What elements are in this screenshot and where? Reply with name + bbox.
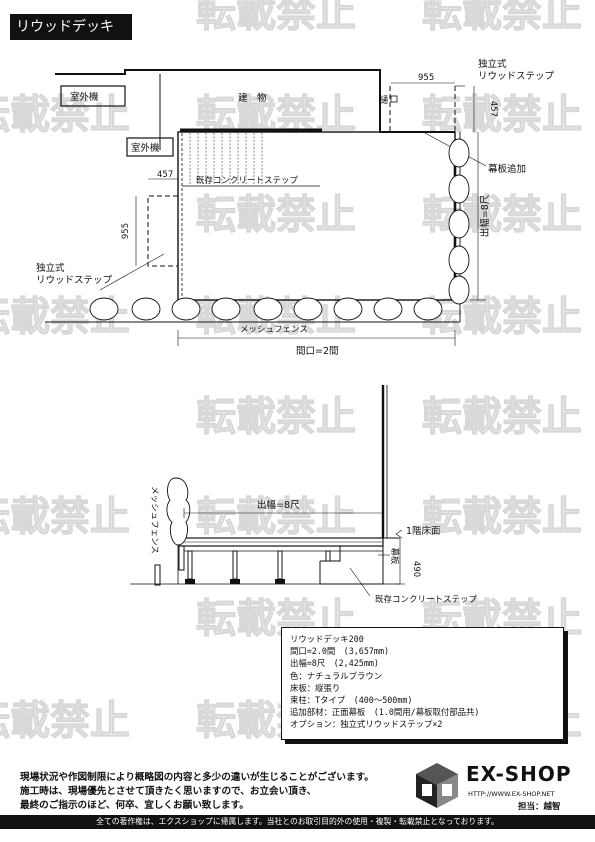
ac-unit-label-2: 室外機 (131, 142, 160, 154)
brand-name: EX-SHOP (466, 762, 572, 786)
spec-line: 出幅=8尺 (2,425mm) (290, 658, 379, 669)
watermark-text: 転載禁止 (196, 494, 356, 540)
deck-posts (187, 550, 331, 580)
ac-unit-box-2 (126, 137, 174, 157)
existing-step-hatch (189, 133, 263, 186)
note-line: 施工時は、現場優先とさせて頂きたく思いますので、お立会い頂き、 (20, 786, 317, 797)
building-label: 建 物 (238, 92, 267, 104)
section-depth-label: 出幅=8尺 (257, 499, 300, 511)
dim-955-top: 955 (418, 73, 434, 83)
existing-step-block (319, 545, 384, 585)
dim-490-label: 490 (411, 561, 421, 577)
tree-shape (166, 477, 191, 546)
spec-line: 束柱：Tタイプ (400～500mm) (290, 695, 413, 706)
frontage-label: 間口=2間 (296, 346, 339, 357)
rain-gutter-mark (390, 95, 398, 103)
shrub (413, 297, 443, 321)
watermark-text: 転載禁止 (422, 294, 582, 340)
existing-step-label-section: 既存コンクリートステップ (375, 594, 478, 605)
shrub (373, 297, 403, 321)
watermark-text: 転載禁止 (0, 92, 130, 138)
brand-url[interactable]: HTTP://WWW.EX-SHOP.NET (468, 790, 555, 798)
step-label-left: 独立式リウッドステップ (36, 262, 113, 286)
shrub (448, 245, 470, 275)
watermark-text: 転載禁止 (196, 394, 356, 440)
added-board-label: 幕板追加 (488, 163, 526, 175)
watermark-text: 転載禁止 (422, 0, 582, 36)
copyright-footer: 全ての著作権は、エクスショップに帰属します。当社とのお取引目的外の使用・複製・転… (0, 815, 595, 829)
dim-955-left: 955 (121, 223, 131, 239)
spec-line: リウッドデッキ200 (290, 634, 364, 644)
fence-post (154, 564, 161, 586)
brand-block: EX-SHOP HTTP://WWW.EX-SHOP.NET 担当：越智 (410, 760, 585, 812)
dim-457-left: 457 (157, 170, 173, 180)
shrub (211, 297, 241, 321)
shrub (253, 297, 283, 321)
watermark-text: 転載禁止 (422, 192, 582, 238)
staff-name: 担当：越智 (518, 802, 561, 812)
spec-line: オプション：独立式リウッドステップ×2 (290, 719, 443, 730)
rain-gutter-label: 樋 (379, 94, 388, 106)
watermark-text: 転載禁止 (196, 192, 356, 238)
mesh-fence-label: メッシュフェンス (240, 325, 308, 335)
independent-step-left (147, 195, 178, 267)
disclaimer-notes: 現場状況や作図制限により概略図の内容と多少の違いが生じることがございます。 施工… (20, 771, 400, 813)
board-label-vertical: 幕板 (389, 547, 400, 565)
spec-line: 色：ナチュラルブラウン (290, 670, 383, 681)
spec-box: リウッドデッキ200 間口=2.0間 (3,657mm) 出幅=8尺 (2,42… (281, 627, 564, 740)
shrub (448, 138, 470, 168)
existing-step-label: 既存コンクリートステップ (196, 175, 299, 186)
floor-1f-label: 1階床面 (406, 525, 441, 537)
shrub (89, 297, 119, 321)
watermark-text: 転載禁止 (0, 698, 130, 744)
shrub (171, 297, 201, 321)
spec-line: 追加部材：正面幕板 (1.0間用/幕板取付部品共) (290, 707, 480, 718)
independent-step-right (389, 86, 456, 133)
leader-step-left (99, 253, 165, 291)
shrub (448, 174, 470, 204)
mesh-fence-vertical-label: メッシュフェンス (149, 486, 159, 554)
shrub (448, 275, 470, 305)
shrub (333, 297, 363, 321)
spec-line: 間口=2.0間 (3,657mm) (290, 646, 390, 657)
watermark-text: 転載禁止 (422, 494, 582, 540)
ac-unit-label-1: 室外機 (70, 91, 99, 103)
watermark-text: 転載禁止 (422, 394, 582, 440)
deck-outline (177, 131, 456, 301)
ac-unit-box-1 (60, 85, 126, 107)
shrub-group (89, 138, 470, 321)
cube-logo-icon (416, 763, 458, 808)
spec-line: 床板：縦張り (290, 682, 341, 693)
watermark-text: 転載禁止 (196, 0, 356, 36)
dim-457-right: 457 (488, 101, 498, 117)
step-label-right: 独立式リウッドステップ (478, 58, 555, 82)
shrub (448, 209, 470, 239)
section-view-diagram: 出幅=8尺 1階床面 既存コンクリートステップ 490 幕板 メッシュフェンス (130, 385, 478, 605)
post-bases (185, 579, 285, 584)
shrub (293, 297, 323, 321)
page-title: リウッドデッキ200 (10, 14, 132, 61)
plan-view-diagram: 建 物 室外機 室外機 既存コンクリートステップ 955 457 樋 幕板追加 … (36, 58, 555, 357)
deck-front-board (178, 545, 185, 571)
watermark-text: 転載禁止 (0, 494, 130, 540)
note-line: 最終のご指示のほど、何卒、宜しくお願い致します。 (20, 800, 249, 811)
shrub (131, 297, 161, 321)
watermark-text: 転載禁止 (422, 92, 582, 138)
note-line: 現場状況や作図制限により概略図の内容と多少の違いが生じることがございます。 (20, 772, 374, 783)
depth-label: 出幅=8尺 (479, 194, 491, 237)
leader-existing-step (349, 567, 371, 597)
